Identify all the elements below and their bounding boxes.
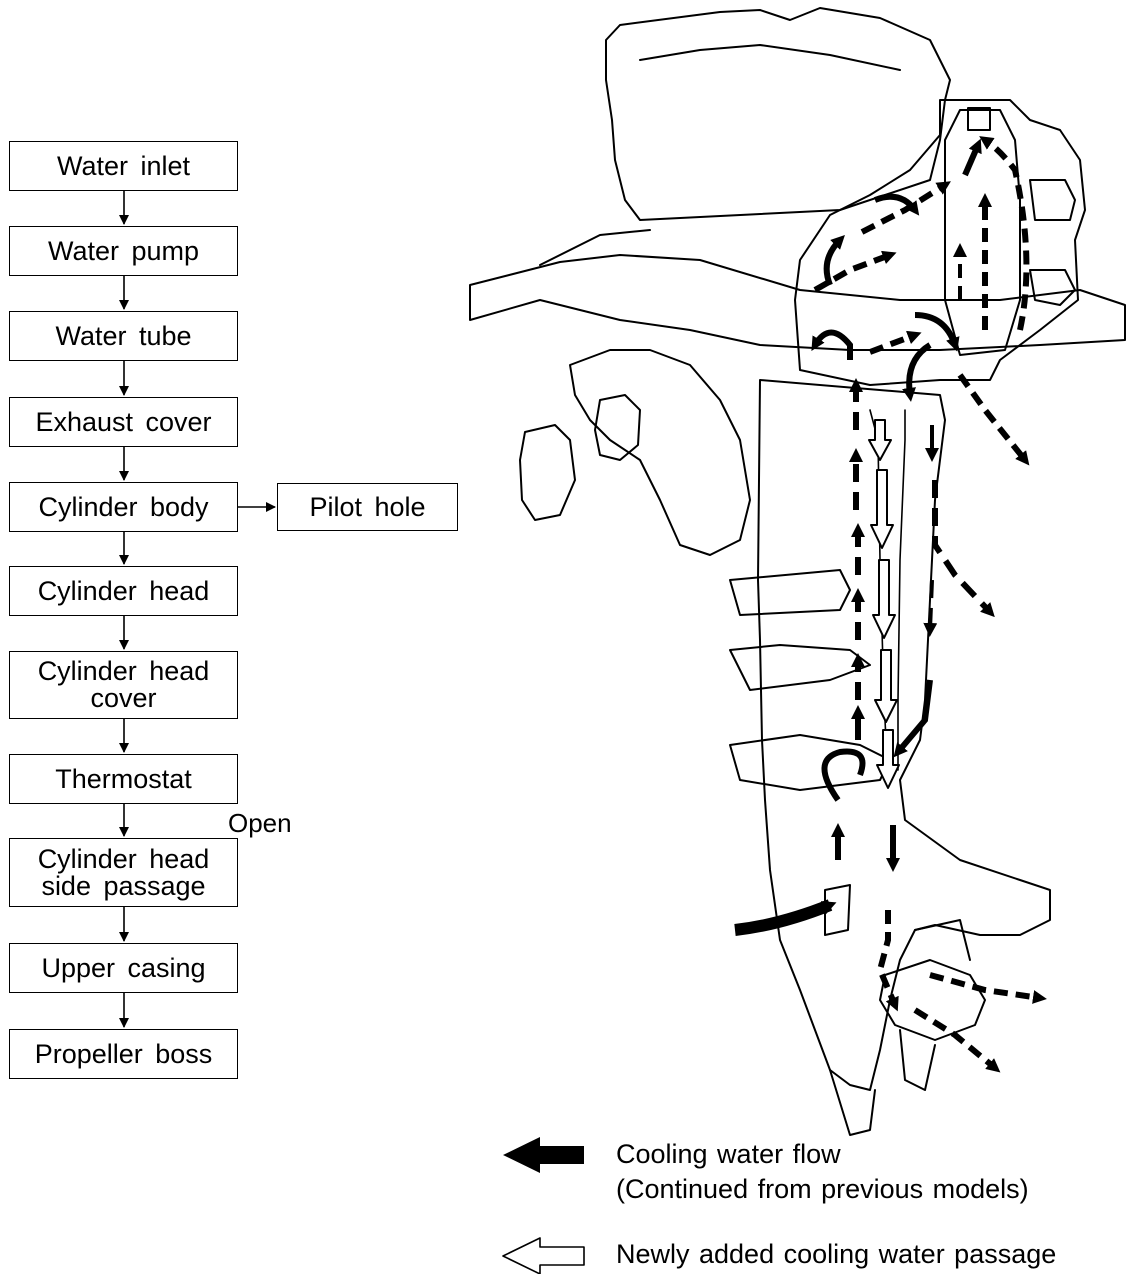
thermostat-cap <box>968 108 990 130</box>
flow-arrow <box>965 145 978 175</box>
anti-ventilation-plate <box>730 735 890 790</box>
hollow-flow-arrows <box>869 420 899 788</box>
flow-connectors <box>124 191 275 1027</box>
side-fitting <box>1030 270 1075 305</box>
flow-arrow <box>815 333 850 361</box>
side-fitting <box>1030 180 1075 220</box>
legend-hollow-arrow-icon <box>503 1238 584 1274</box>
legend-solid-line1: Cooling water flow <box>616 1139 841 1169</box>
flow-arrow <box>935 480 990 612</box>
hollow-arrow-down <box>873 560 895 638</box>
cavitation-plate <box>730 645 870 690</box>
flow-arrow-loop <box>824 751 862 800</box>
flow-arrow <box>909 345 930 395</box>
legend-hollow-label: Newly added cooling water passage <box>616 1237 1056 1272</box>
legend-icons <box>503 1137 584 1274</box>
engine-cowling <box>606 8 950 220</box>
tiller-handle <box>570 350 750 555</box>
legend-solid-arrow-icon <box>503 1137 584 1173</box>
cowling-detail <box>640 45 900 70</box>
bracket-arm <box>540 230 650 265</box>
water-passage-tube <box>898 410 905 770</box>
tiller-knob <box>595 395 640 460</box>
outboard-motor-illustration <box>470 8 1125 1135</box>
legend-hollow-line1: Newly added cooling water passage <box>616 1239 1056 1269</box>
flow-arrow <box>930 975 1040 998</box>
flow-arrow <box>960 375 1025 460</box>
flow-arrow <box>915 315 955 345</box>
skeg <box>830 1070 875 1135</box>
tiller-grip <box>520 425 575 520</box>
hollow-arrow-down <box>875 650 897 722</box>
anti-splash-plate <box>730 570 850 615</box>
legend-solid-label: Cooling water flow (Continued from previ… <box>616 1137 1029 1207</box>
flow-arrow-inlet <box>735 905 830 930</box>
legend-solid-line2: (Continued from previous models) <box>616 1174 1029 1204</box>
hollow-arrow-down <box>869 420 891 460</box>
flow-arrow <box>915 1010 995 1068</box>
hollow-arrow-down <box>871 470 893 548</box>
